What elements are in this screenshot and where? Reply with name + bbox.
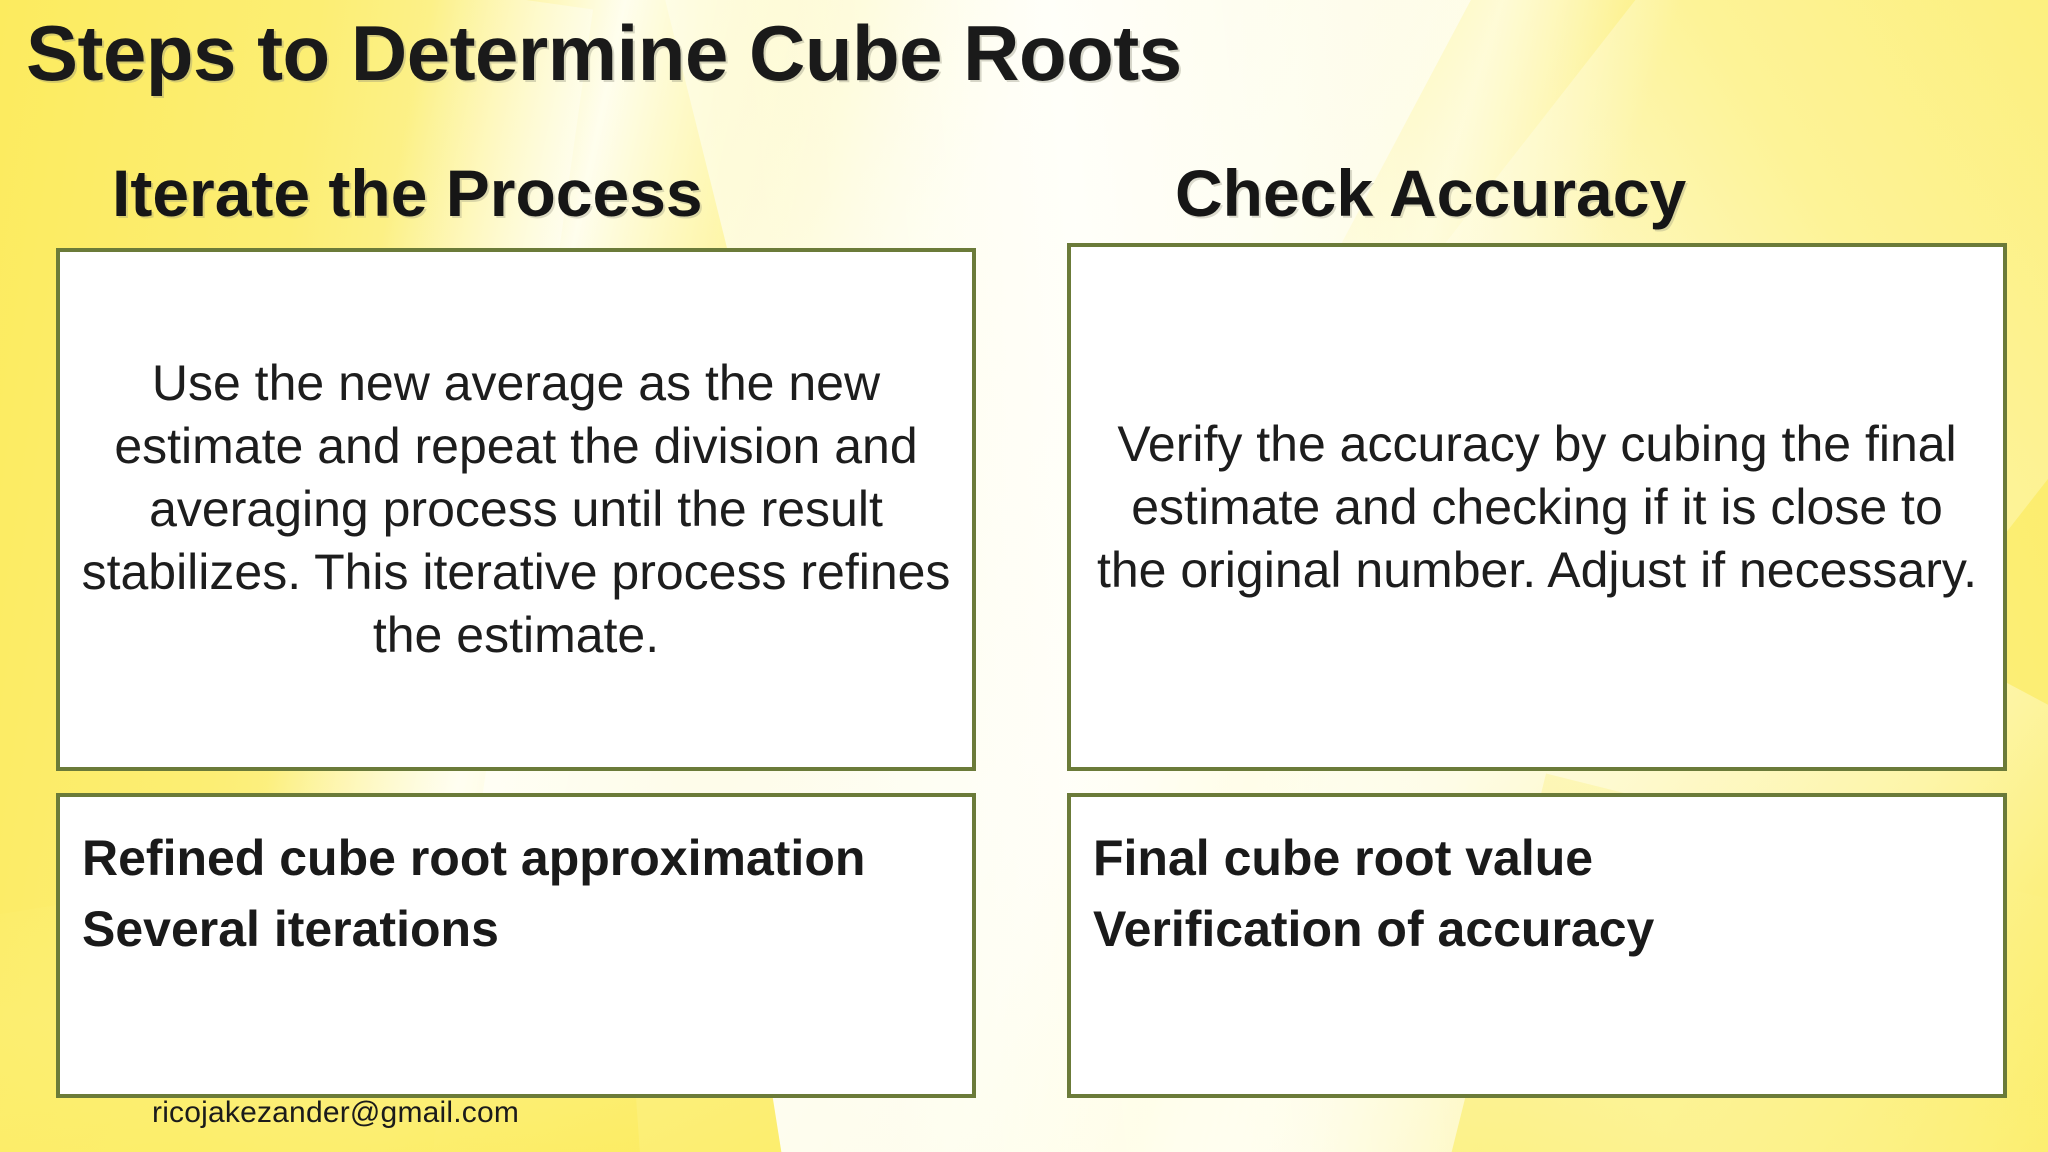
outcomes-text: Refined cube root approximation Several … — [82, 830, 866, 957]
outcomes-text: Final cube root value Verification of ac… — [1093, 830, 1655, 957]
description-card-check-accuracy: Verify the accuracy by cubing the final … — [1067, 243, 2007, 771]
outcomes-card-check-accuracy: Final cube root value Verification of ac… — [1067, 793, 2007, 1098]
footer-email-text: ricojakezander@gmail.com — [152, 1096, 520, 1129]
description-text: Verify the accuracy by cubing the final … — [1096, 415, 1978, 598]
column-heading-check-accuracy: Check Accuracy — [1175, 156, 1687, 230]
description-text: Use the new average as the new estimate … — [81, 355, 951, 663]
page-title: Steps to Determine Cube Roots — [26, 9, 1182, 97]
description-card-iterate-the-process: Use the new average as the new estimate … — [56, 248, 976, 771]
outcomes-card-iterate-the-process: Refined cube root approximation Several … — [56, 793, 976, 1098]
column-heading-iterate-the-process: Iterate the Process — [112, 156, 703, 230]
